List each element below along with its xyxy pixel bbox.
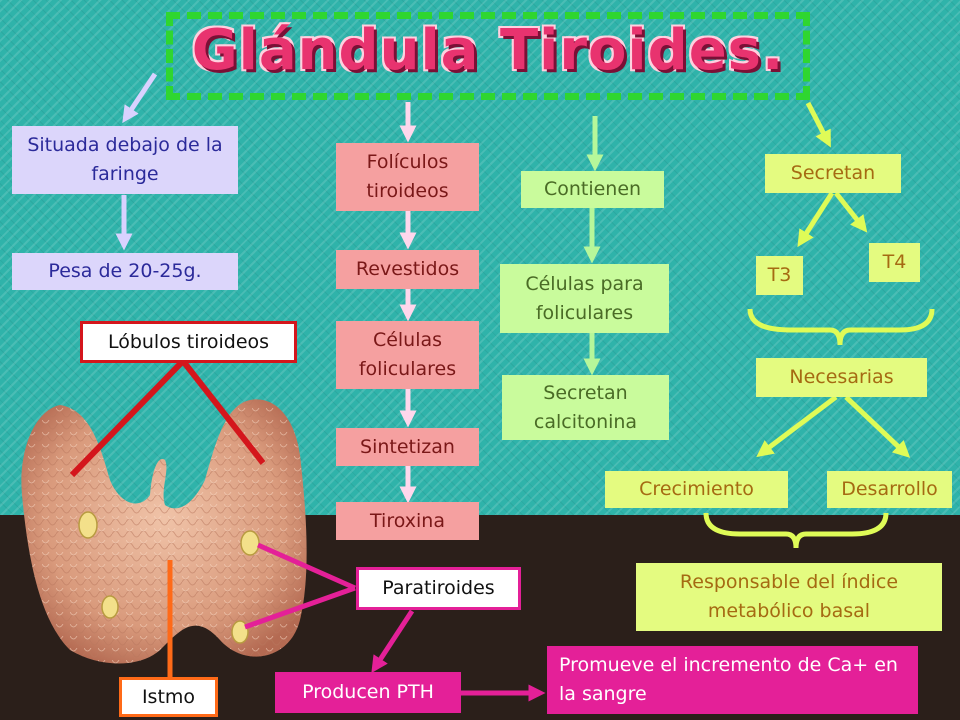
- t3-box: T3: [756, 256, 803, 295]
- lined-box: Revestidos: [336, 250, 479, 289]
- necessary-box: Necesarias: [756, 358, 927, 397]
- follicles-box: Folículos tiroideos: [336, 143, 479, 211]
- growth-box: Crecimiento: [605, 471, 788, 508]
- thyroxine-box: Tiroxina: [336, 502, 479, 540]
- metabolic-rate-box: Responsable del índice metabólico basal: [636, 563, 942, 631]
- location-box: Situada debajo de la faringe: [12, 126, 238, 194]
- weight-box: Pesa de 20-25g.: [12, 253, 238, 290]
- page-title: Glándula Tiroides.: [191, 18, 785, 83]
- synthesize-box: Sintetizan: [336, 428, 479, 466]
- isthmus-label: Istmo: [119, 677, 218, 717]
- secrete-box: Secretan: [765, 154, 901, 193]
- development-box: Desarrollo: [827, 471, 952, 508]
- t4-box: T4: [869, 243, 920, 282]
- pth-box: Producen PTH: [275, 672, 461, 713]
- thyroid-gland-illustration: [21, 399, 307, 664]
- parathyroid-label: Paratiroides: [356, 567, 521, 610]
- parafollicular-cells-box: Células para foliculares: [500, 264, 669, 333]
- calcium-box: Promueve el incremento de Ca+ en la sang…: [547, 646, 918, 714]
- contain-box: Contienen: [521, 171, 664, 208]
- calcitonin-box: Secretan calcitonina: [502, 375, 669, 440]
- title-frame: [166, 12, 810, 100]
- lobes-label: Lóbulos tiroideos: [80, 321, 297, 363]
- follicular-cells-box: Células foliculares: [336, 321, 479, 389]
